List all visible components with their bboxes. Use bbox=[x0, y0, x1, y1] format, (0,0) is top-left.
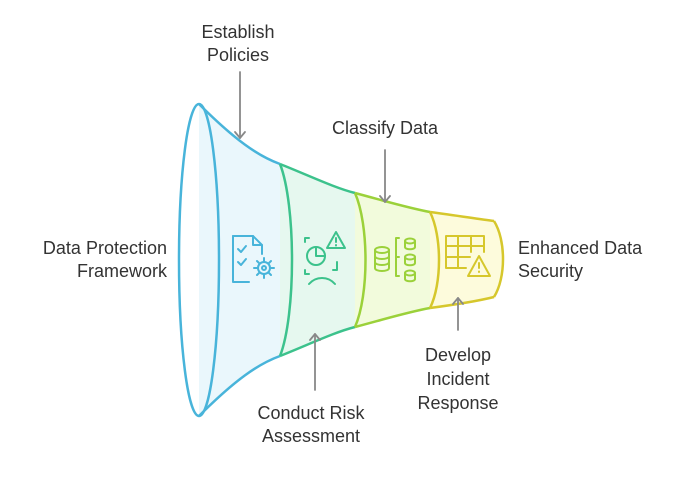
connector-classify-data bbox=[379, 149, 391, 203]
database-hierarchy-icon bbox=[374, 237, 416, 283]
document-gear-icon bbox=[232, 235, 275, 283]
stage-2-segment bbox=[278, 162, 356, 358]
input-label: Data Protection Framework bbox=[43, 238, 168, 281]
output-label-line-2: Security bbox=[518, 261, 583, 281]
stage-4-label-line-1: Develop bbox=[425, 345, 491, 365]
stage-4-label-line-2: Incident bbox=[426, 369, 489, 389]
stage-4-segment bbox=[428, 210, 505, 310]
stage-3-label-line-1: Classify Data bbox=[332, 118, 439, 138]
risk-assessment-icon bbox=[304, 231, 346, 285]
output-label-line-1: Enhanced Data bbox=[518, 238, 643, 258]
connector-conduct-risk bbox=[309, 333, 321, 391]
table-warning-icon bbox=[445, 235, 491, 277]
connector-develop-incident bbox=[452, 297, 464, 331]
stage-4-label-line-3: Response bbox=[417, 393, 498, 413]
stage-3-label: Classify Data bbox=[332, 118, 439, 138]
stage-2-label-line-1: Conduct Risk bbox=[257, 403, 365, 423]
stage-1-label-line-2: Policies bbox=[207, 45, 269, 65]
stage-2-label-line-2: Assessment bbox=[262, 426, 360, 446]
stage-2-label: Conduct Risk Assessment bbox=[257, 403, 365, 446]
connector-establish-policies bbox=[234, 71, 246, 139]
input-label-line-1: Data Protection bbox=[43, 238, 167, 258]
stage-4-label: Develop Incident Response bbox=[417, 345, 498, 413]
stage-3-segment bbox=[353, 191, 431, 329]
stage-1-label-line-1: Establish bbox=[201, 22, 274, 42]
stage-1-segment bbox=[177, 102, 281, 418]
stage-1-label: Establish Policies bbox=[201, 22, 274, 65]
input-label-line-2: Framework bbox=[77, 261, 168, 281]
output-label: Enhanced Data Security bbox=[518, 238, 643, 281]
